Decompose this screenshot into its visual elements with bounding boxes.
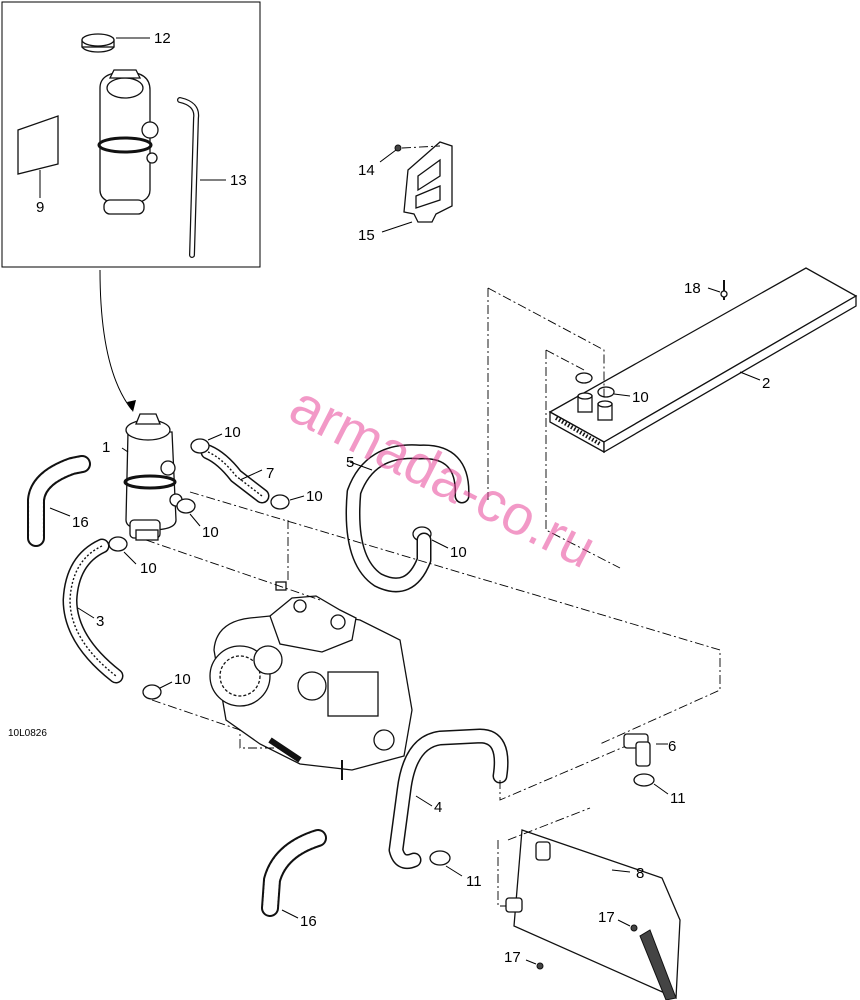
callout-9: 9 (36, 199, 44, 216)
figure-reference-code: 10L0826 (8, 728, 47, 739)
callout-10-reservoir-bottom: 10 (140, 560, 157, 577)
callout-3: 3 (96, 613, 104, 630)
leader-18 (707, 287, 721, 293)
leader-17b (525, 959, 537, 965)
callout-10-heat-exchanger: 10 (632, 389, 649, 406)
leader-10e (159, 681, 173, 689)
callout-7: 7 (266, 465, 274, 482)
elbow-fitting-part (623, 733, 651, 767)
lower-heat-exchanger-part (505, 829, 681, 1000)
heat-exchanger-part (548, 267, 858, 454)
callout-16-lower: 16 (300, 913, 317, 930)
reservoir-cap-part (81, 33, 115, 53)
callout-5: 5 (346, 454, 354, 471)
leader-5 (349, 461, 373, 471)
callout-13: 13 (230, 172, 247, 189)
leader-8 (611, 869, 631, 873)
callout-18: 18 (684, 280, 701, 297)
callout-10-short-hose: 10 (306, 488, 323, 505)
heat-exchanger-fittings (575, 372, 615, 421)
screw-17-lower-part (536, 962, 544, 970)
leader-10d (123, 551, 137, 565)
leader-10f (431, 539, 449, 549)
clamp-11-upper-part (633, 773, 655, 787)
leader-4 (415, 795, 433, 807)
callout-10-hose-3: 10 (174, 671, 191, 688)
leader-10b (289, 495, 305, 501)
leader-11a (653, 783, 669, 795)
callout-10-reservoir-top: 10 (224, 424, 241, 441)
decal-part (17, 115, 59, 175)
callout-15: 15 (358, 227, 375, 244)
callout-4: 4 (434, 799, 442, 816)
clamp-11-lower-part (429, 850, 451, 866)
callout-6: 6 (668, 738, 676, 755)
leader-10c (189, 513, 201, 527)
callout-2: 2 (762, 375, 770, 392)
callout-10-loop-hose: 10 (450, 544, 467, 561)
screw-17-upper-part (630, 924, 638, 932)
inset-frame (1, 1, 261, 268)
engine-block-part (209, 581, 413, 780)
callout-14: 14 (358, 162, 375, 179)
callout-8: 8 (636, 865, 644, 882)
pin-part (720, 280, 728, 300)
inset-reservoir-tank (97, 69, 159, 215)
leader-14 (379, 149, 397, 163)
callout-12: 12 (154, 30, 171, 47)
callout-1: 1 (102, 439, 110, 456)
inset-pointer-arrow (99, 269, 133, 411)
leader-15 (381, 221, 413, 233)
callout-11-lower: 11 (466, 873, 482, 890)
callout-11-upper: 11 (670, 790, 686, 807)
leader-17a (617, 919, 631, 927)
leader-7 (239, 469, 263, 481)
leader-11b (445, 865, 463, 877)
callout-10-reservoir-side: 10 (202, 524, 219, 541)
screw-part (394, 144, 402, 152)
leader-1 (121, 447, 129, 453)
callout-17-upper: 17 (598, 909, 615, 926)
leader-16a (49, 507, 71, 517)
arrow-head (127, 400, 136, 412)
leader-2 (739, 371, 761, 381)
leader-16b (281, 909, 299, 919)
leader-3 (77, 607, 95, 619)
watermark-text: armada-co.ru (281, 373, 606, 580)
callout-17-lower: 17 (504, 949, 521, 966)
coolant-reservoir-part (123, 413, 183, 541)
callout-16-upper: 16 (72, 514, 89, 531)
bracket-part (403, 141, 453, 223)
leader-10a (207, 433, 223, 441)
